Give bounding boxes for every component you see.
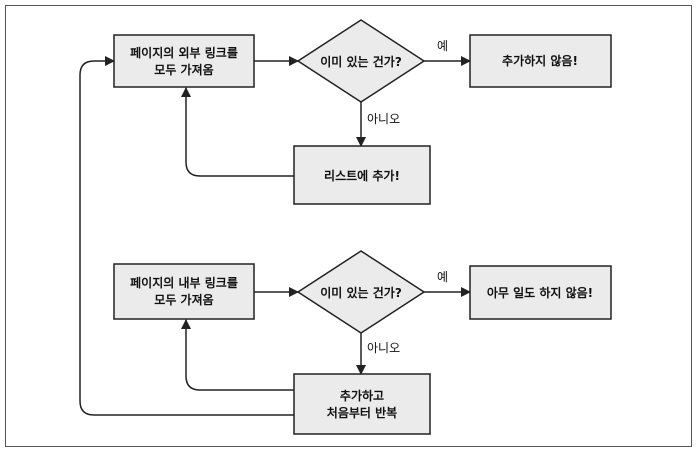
add-and-repeat-line2: 처음부터 반복 [327, 405, 397, 420]
do-nothing-box [469, 265, 612, 320]
add-and-repeat-line1: 추가하고 [340, 388, 384, 403]
yes-label-top: 예 [437, 39, 448, 53]
top-flow: 페이지의 외부 링크를 모두 가져옴 이미 있는 건가? 예 추가하지 않음! … [113, 19, 612, 205]
yes-label-bottom: 예 [437, 270, 448, 284]
no-label-top: 아니오 [367, 112, 400, 126]
get-external-links-line2: 모두 가져옴 [154, 62, 213, 77]
add-to-list-box [293, 145, 431, 205]
do-nothing-label: 아무 일도 하지 않음! [487, 285, 593, 300]
arrow-loop-top [181, 87, 294, 177]
get-external-links-box [113, 34, 255, 88]
do-not-add-box [469, 34, 612, 88]
add-and-repeat-box [293, 373, 431, 435]
arrow-restart-loop [79, 56, 294, 416]
no-label-bottom: 아니오 [367, 341, 400, 355]
get-internal-links-line2: 모두 가져옴 [154, 292, 213, 307]
get-internal-links-box [113, 263, 255, 320]
get-external-links-line1: 페이지의 외부 링크를 [130, 45, 238, 60]
bottom-flow: 페이지의 내부 링크를 모두 가져옴 이미 있는 건가? 예 아무 일도 하지 … [79, 56, 612, 435]
decision-top-label: 이미 있는 건가? [320, 54, 402, 69]
do-not-add-label: 추가하지 않음! [502, 53, 578, 68]
decision-bottom-label: 이미 있는 건가? [320, 285, 402, 300]
add-to-list-label: 리스트에 추가! [324, 168, 400, 183]
arrow-loop-bottom [181, 319, 294, 391]
get-internal-links-line1: 페이지의 내부 링크를 [130, 275, 238, 290]
